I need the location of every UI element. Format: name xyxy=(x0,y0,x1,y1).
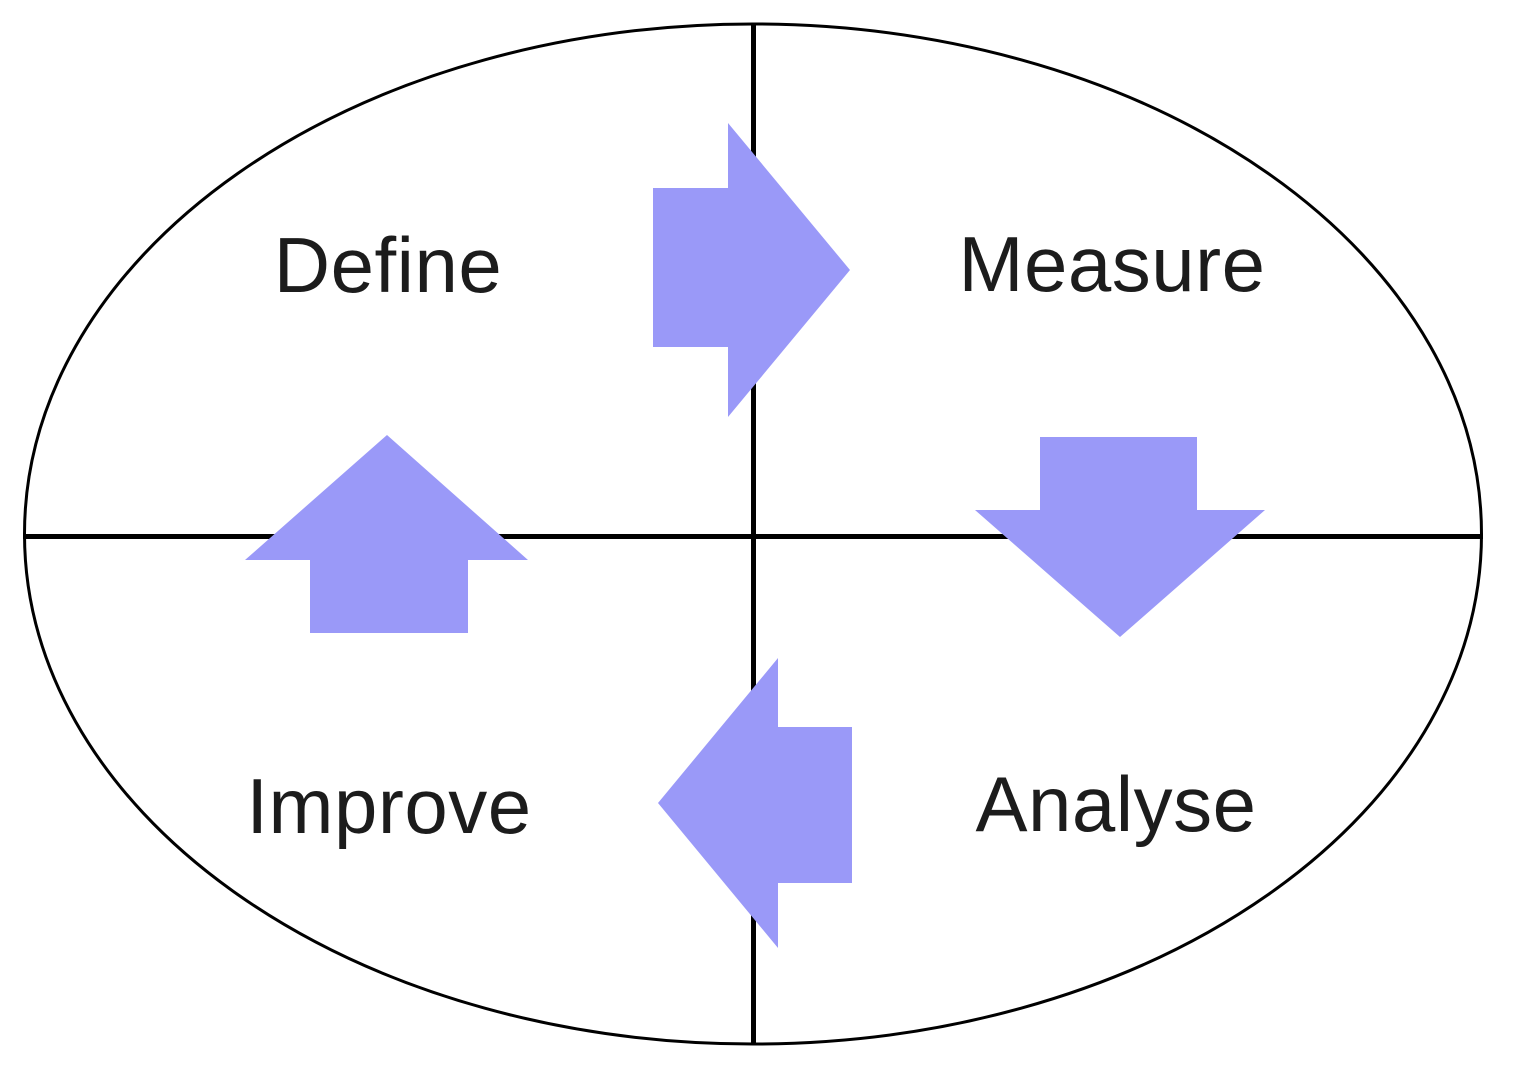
label-define: Define xyxy=(273,221,503,309)
arrow-right-icon xyxy=(653,123,850,417)
label-improve: Improve xyxy=(246,762,532,850)
arrow-left-icon xyxy=(658,658,852,948)
label-measure: Measure xyxy=(958,220,1266,308)
arrow-up-icon xyxy=(245,435,528,633)
label-analyse: Analyse xyxy=(975,760,1257,848)
arrow-down-icon xyxy=(975,437,1265,637)
